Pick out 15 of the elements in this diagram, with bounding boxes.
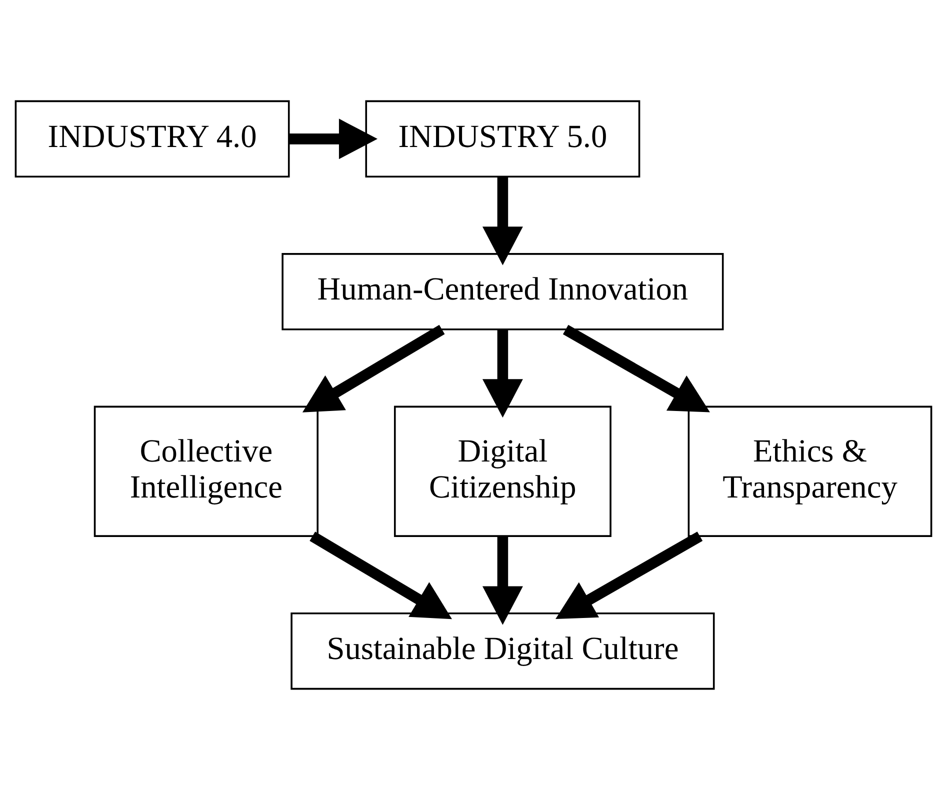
node-box: INDUSTRY 4.0 (14, 100, 290, 178)
node-box: Human-Centered Innovation (282, 252, 724, 330)
arrow (302, 324, 445, 412)
node-box: INDUSTRY 5.0 (365, 100, 640, 178)
arrow (556, 531, 703, 618)
arrow (482, 176, 523, 265)
node-box: Digital Citizenship (394, 405, 612, 536)
arrow (310, 531, 452, 619)
arrow (482, 536, 523, 624)
arrow (482, 329, 523, 418)
arrow (289, 118, 378, 159)
arrow (562, 324, 710, 412)
node-box: Ethics & Transparency (688, 405, 932, 536)
node-box: Sustainable Digital Culture (290, 612, 715, 690)
node-box: Collective Intelligence (94, 405, 318, 536)
